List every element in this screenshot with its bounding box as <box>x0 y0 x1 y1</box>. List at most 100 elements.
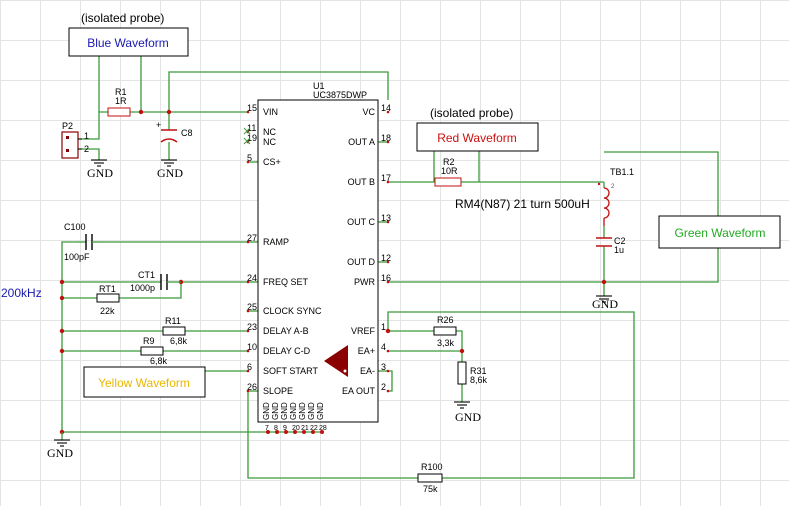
blue-waveform-label: Blue Waveform <box>87 36 169 50</box>
gnd-left: GND <box>47 432 73 460</box>
error-amp-triangle <box>324 345 348 377</box>
rt1-val: 22k <box>100 306 115 316</box>
red-waveform-label: Red Waveform <box>437 131 517 145</box>
pin-name-right: EA- <box>360 366 375 376</box>
gnd-pin-dot <box>284 430 288 434</box>
gnd-c8: GND <box>157 159 183 180</box>
gnd-pin-num: 7 <box>265 425 269 432</box>
probe-yellow[interactable]: Yellow Waveform <box>83 366 206 398</box>
pin-num-right: 1 <box>381 322 386 332</box>
resistor-rt1[interactable]: RT1 22k <box>96 284 120 316</box>
gnd-pin-num: 8 <box>274 425 278 432</box>
pin-end-dot <box>386 220 390 224</box>
resistor-r1[interactable]: R1 1R <box>107 87 131 117</box>
p2-pin1: 1 <box>84 131 89 141</box>
pin-num-right: 18 <box>381 133 391 143</box>
gnd-pin-num: 28 <box>319 425 327 432</box>
capacitor-c2[interactable]: C2 1u <box>596 236 626 255</box>
probe-green[interactable]: Green Waveform <box>658 215 781 249</box>
pin-num-left: 5 <box>247 153 252 163</box>
chip-ref: U1 <box>313 81 325 91</box>
pin-end-dot <box>386 369 390 373</box>
gnd-pin-dot <box>320 430 324 434</box>
pin-end-dot <box>386 140 390 144</box>
ct1-ref: CT1 <box>138 270 155 280</box>
r1-ref: R1 <box>115 87 127 97</box>
pin-end-dot <box>386 180 390 184</box>
gnd-r31: GND <box>454 401 481 424</box>
gnd-p2: GND <box>87 159 113 180</box>
pin-name-left: NC <box>263 137 276 147</box>
r11-val: 6,8k <box>170 336 188 346</box>
r100-ref: R100 <box>421 462 443 472</box>
pin-end-dot <box>246 280 250 284</box>
pin-num-left: 24 <box>247 273 257 283</box>
tb1-pin-marks: 2 <box>611 184 615 190</box>
c100-ref: C100 <box>64 222 86 232</box>
gnd-pin-dot <box>302 430 306 434</box>
r31-ref: R31 <box>470 366 487 376</box>
probe-red[interactable]: (isolated probe) Red Waveform <box>416 106 539 152</box>
pin-name-right: OUT C <box>347 217 375 227</box>
resistor-r2[interactable]: R2 10R <box>434 157 462 187</box>
pin-num-left: 6 <box>247 362 252 372</box>
gnd-pin-dot <box>275 430 279 434</box>
capacitor-ct1[interactable]: CT1 1000p <box>130 270 181 293</box>
gnd-pin-name: GND <box>298 402 307 420</box>
pin-num-right: 14 <box>381 103 391 113</box>
tb1-ref: TB1.1 <box>610 167 634 177</box>
resistor-r26[interactable]: R26 3,3k <box>433 315 457 348</box>
resistor-r31[interactable]: R31 8,6k <box>457 361 488 385</box>
pin-name-right: VREF <box>351 326 376 336</box>
r100-val: 75k <box>423 484 438 494</box>
gnd-symbols: GND GND GND GND GND <box>47 159 618 460</box>
pin-num-right: 13 <box>381 213 391 223</box>
pin-name-left: DELAY C-D <box>263 346 311 356</box>
pin-end-dot <box>386 110 390 114</box>
pin-end-dot <box>246 369 250 373</box>
connector-p2[interactable]: P2 1 2 <box>61 121 89 159</box>
r31-val: 8,6k <box>470 375 488 385</box>
r2-val: 10R <box>441 166 458 176</box>
pin-end-dot <box>246 329 250 333</box>
pin-name-left: NC <box>263 127 276 137</box>
pin-end-dot <box>246 309 250 313</box>
gnd-label-left: GND <box>47 446 73 460</box>
gnd-label-tb: GND <box>592 297 618 311</box>
gnd-label-r31: GND <box>455 410 481 424</box>
gnd-pin-name: GND <box>262 402 271 420</box>
resistor-r9[interactable]: R9 6,8k <box>140 336 168 366</box>
gnd-pin-name: GND <box>280 402 289 420</box>
capacitor-c100[interactable]: C100 100pF <box>64 222 102 262</box>
r26-val: 3,3k <box>437 338 455 348</box>
resistor-r11[interactable]: R11 6,8k <box>162 316 188 346</box>
probe-blue[interactable]: (isolated probe) Blue Waveform <box>68 11 189 57</box>
capacitor-c8[interactable]: + C8 <box>156 120 193 143</box>
yellow-waveform-label: Yellow Waveform <box>98 376 190 390</box>
gnd-pin-num: 22 <box>310 425 318 432</box>
gnd-pin-name: GND <box>307 402 316 420</box>
pin-end-dot <box>246 160 250 164</box>
gnd-pin-num: 21 <box>301 425 309 432</box>
gnd-pin-name: GND <box>289 402 298 420</box>
pin-num-left: 25 <box>247 302 257 312</box>
pin-name-right: PWR <box>354 277 375 287</box>
nc-marks <box>243 127 251 145</box>
transformer-tb1[interactable]: TB1.1 2 <box>597 167 634 226</box>
resistor-r100[interactable]: R100 75k <box>417 462 443 494</box>
p2-ref: P2 <box>62 121 73 131</box>
pin-name-left: VIN <box>263 107 278 117</box>
c100-val: 100pF <box>64 252 90 262</box>
pin-num-right: 12 <box>381 253 391 263</box>
c2-ref: C2 <box>614 236 626 246</box>
pin-end-dot <box>386 260 390 264</box>
pin-end-dot <box>386 329 390 333</box>
gnd-pin-num: 20 <box>292 425 300 432</box>
gnd-pin-name: GND <box>271 402 280 420</box>
pin-end-dot <box>246 349 250 353</box>
